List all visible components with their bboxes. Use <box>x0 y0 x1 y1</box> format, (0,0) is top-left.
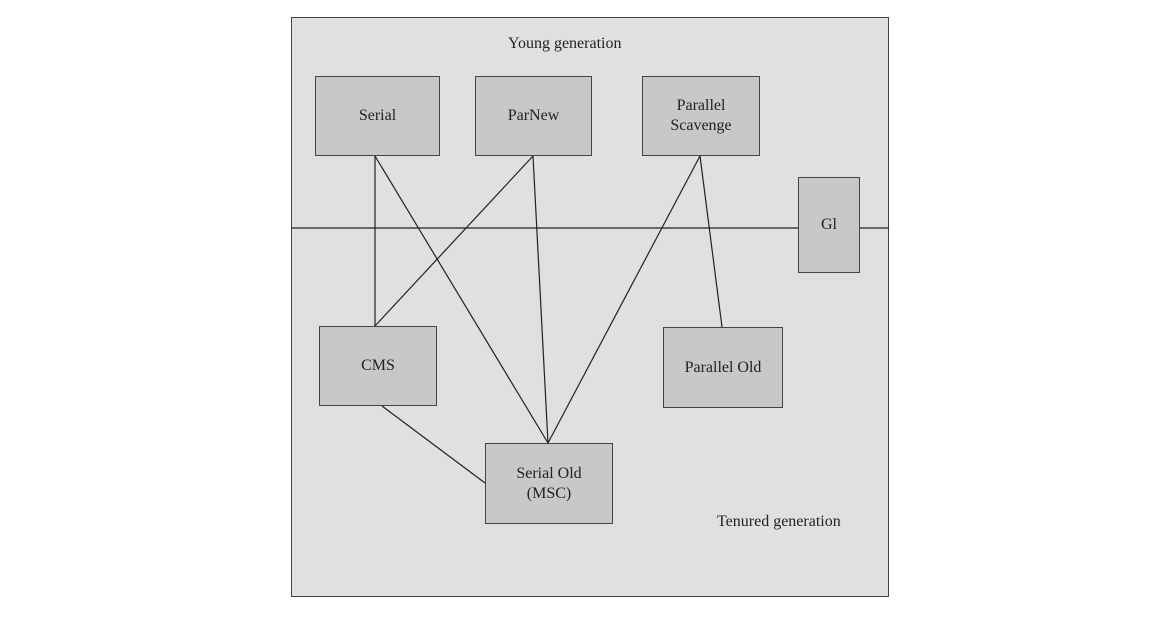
serial-old-collector-box: Serial Old (MSC) <box>485 443 613 524</box>
parallel-old-collector-box: Parallel Old <box>663 327 783 408</box>
g1-collector-box: Gl <box>798 177 860 273</box>
cms-collector-box: CMS <box>319 326 437 406</box>
parallel-scavenge-collector-box: Parallel Scavenge <box>642 76 760 156</box>
tenured-generation-label: Tenured generation <box>717 513 841 530</box>
parnew-collector-box: ParNew <box>475 76 592 156</box>
serial-collector-box: Serial <box>315 76 440 156</box>
young-generation-label: Young generation <box>508 35 622 52</box>
